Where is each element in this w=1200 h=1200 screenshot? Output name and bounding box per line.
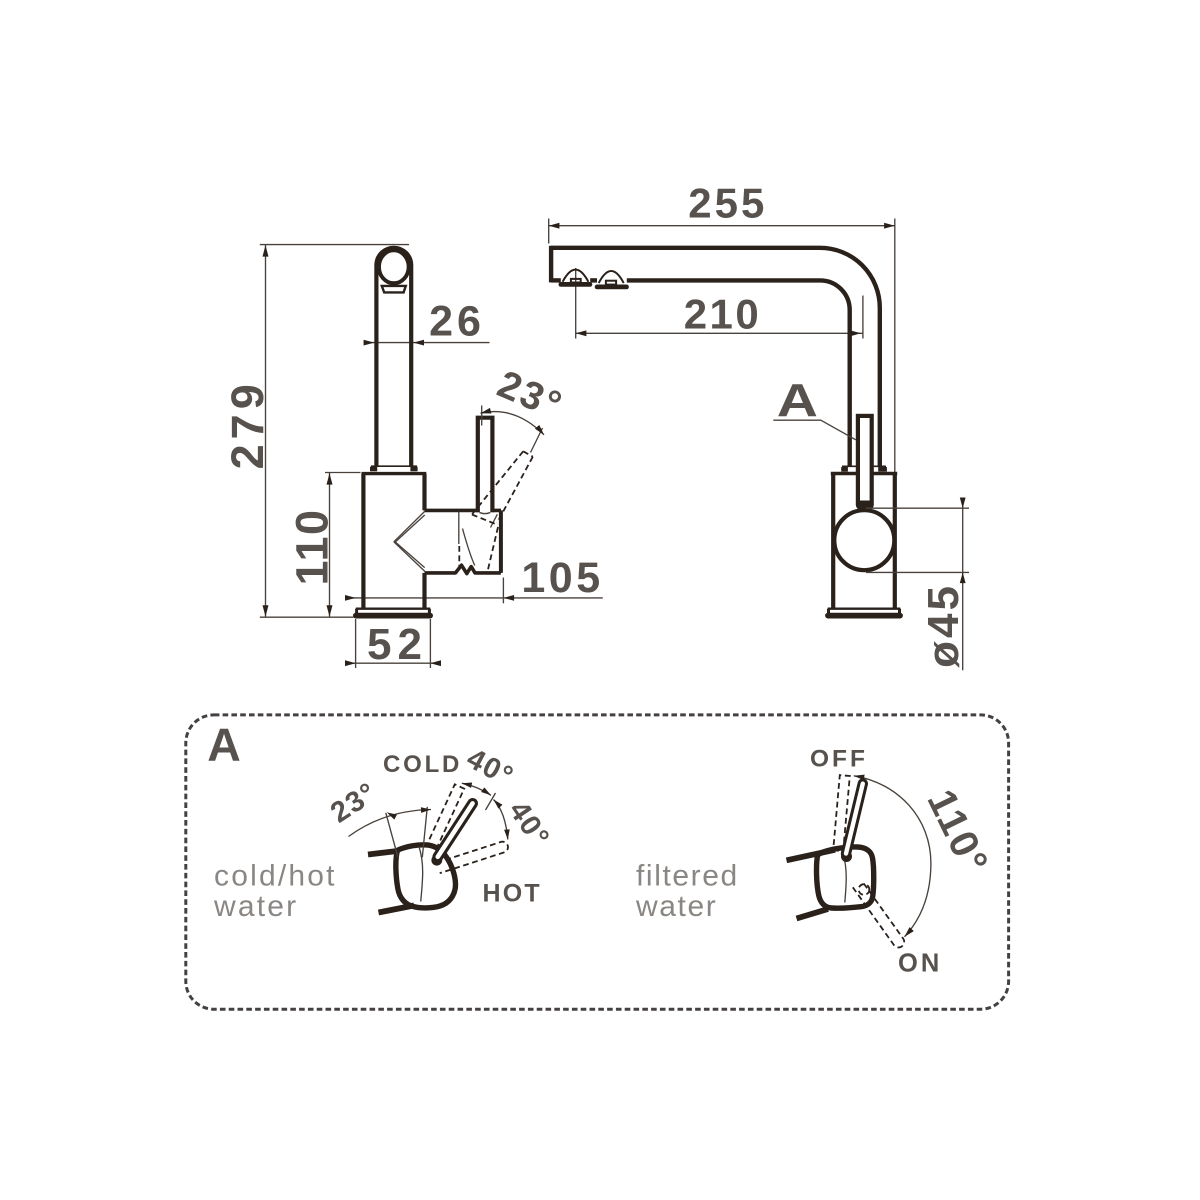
svg-text:210: 210 — [684, 290, 762, 337]
svg-text:105: 105 — [521, 554, 603, 602]
svg-text:water: water — [635, 890, 717, 923]
svg-text:HOT: HOT — [483, 880, 542, 908]
svg-text:COLD: COLD — [383, 751, 462, 778]
svg-text:water: water — [213, 890, 298, 923]
svg-text:cold/hot: cold/hot — [214, 859, 337, 892]
svg-text:110: 110 — [287, 508, 338, 585]
svg-text:ON: ON — [898, 949, 942, 977]
svg-text:26: 26 — [429, 298, 485, 346]
svg-text:52: 52 — [367, 620, 428, 669]
svg-text:filtered: filtered — [636, 859, 739, 892]
svg-text:A: A — [777, 374, 818, 425]
svg-text:OFF: OFF — [810, 746, 868, 773]
svg-text:279: 279 — [222, 379, 273, 469]
svg-text:A: A — [207, 719, 241, 771]
svg-text:ø45: ø45 — [919, 583, 968, 668]
svg-text:255: 255 — [688, 179, 767, 226]
